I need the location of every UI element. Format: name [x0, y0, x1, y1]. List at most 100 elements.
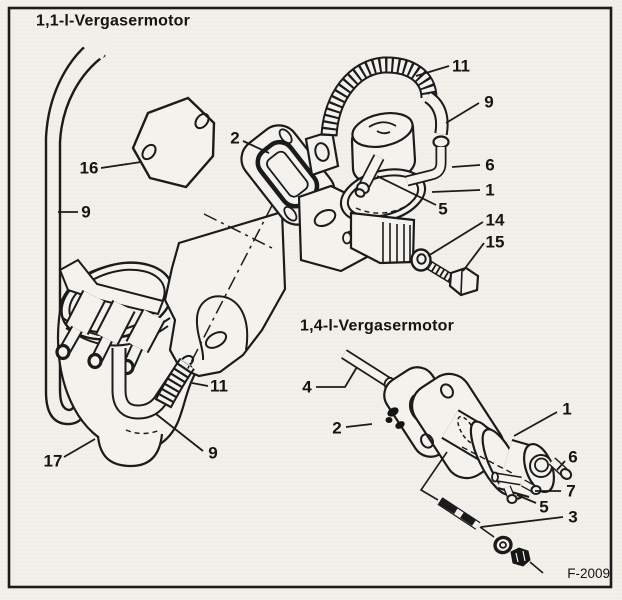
outlet-tower-1 [55, 290, 106, 361]
gasket-slot-2 [278, 128, 293, 145]
centerline-bolt-axis [203, 213, 273, 249]
fuel-pump-1-14l [441, 409, 573, 504]
section-14l-engine [341, 349, 573, 574]
gasket-shade-1 [387, 407, 399, 417]
leader-1-bottom [513, 411, 558, 437]
gasket-shade-3 [385, 417, 393, 423]
blanking-plate-16 [131, 96, 216, 189]
section-title-14l: 1,4-l-Vergasermotor [300, 318, 454, 335]
callout-label-9-lower: 9 [208, 444, 217, 463]
leader-17 [63, 438, 96, 458]
axis-tail-line [479, 526, 495, 538]
callout-label-1-bottom: 1 [562, 400, 571, 419]
plate-hole-1 [194, 112, 210, 130]
plate-outline [131, 96, 216, 189]
nipple-6-14l [548, 457, 573, 480]
leader-14 [427, 221, 484, 257]
gasket-shade-2 [395, 421, 405, 429]
callout-label-9-left: 9 [81, 203, 90, 222]
leader-4 [316, 366, 358, 388]
flange-hole-2 [420, 433, 434, 449]
engine-mounting-bracket [163, 210, 287, 378]
leader-16 [100, 161, 142, 169]
pump-bracket-hole [313, 208, 337, 228]
cover-seam-dashed [125, 429, 161, 435]
callout-label-4: 4 [302, 378, 312, 397]
flange-hole-1 [440, 383, 454, 399]
hose-fitting [432, 135, 450, 149]
outlet-elbow-6-11l [405, 147, 447, 187]
nipple-5-11l [354, 154, 385, 198]
bracket-plate [163, 210, 287, 378]
outlet-tower-3 [119, 308, 166, 376]
tower-cap [55, 343, 71, 361]
figure-code: F-2009 [567, 566, 610, 581]
section-title-11l: 1,1-l-Vergasermotor [36, 13, 190, 30]
leader-5-bottom [516, 494, 537, 504]
leader-11-top [415, 65, 450, 77]
bolt-head-facet [460, 269, 463, 295]
washer-14 [410, 248, 432, 272]
leader-1-top [431, 189, 481, 193]
nut-tail-line [529, 561, 544, 574]
callout-label-15: 15 [486, 233, 505, 252]
gasket-slot-1 [283, 205, 298, 222]
callout-label-2-bottom: 2 [332, 419, 341, 438]
leader-5-top [376, 175, 437, 206]
fuel-pump-1-11l [297, 56, 450, 273]
leader-11-lower [191, 382, 209, 387]
retainer-strap [58, 258, 165, 316]
bolt-15 [426, 260, 480, 297]
callout-label-11-lower: 11 [210, 377, 228, 396]
bracket-notch [195, 295, 249, 361]
bottom-cover-17 [96, 433, 164, 468]
dome-detail [368, 121, 397, 135]
leader-15 [462, 242, 485, 272]
bracket-stud [342, 231, 352, 245]
inlet-pipe [491, 471, 499, 483]
pump-flange-band-inner [346, 174, 420, 218]
bracket-hole [204, 331, 228, 349]
band-seam-dashed [355, 203, 411, 214]
tower-cap [87, 352, 103, 370]
stud-3 [437, 497, 481, 530]
bolt-head [448, 266, 480, 297]
outlet-tower-2 [87, 300, 136, 370]
pump-bracket-ear-hole [314, 142, 330, 162]
nut-14l [510, 547, 544, 574]
leader-9-lower [155, 413, 204, 452]
callout-label-14: 14 [486, 211, 505, 230]
leader-lines [58, 65, 566, 528]
corrugated-sleeve-11-lower [154, 358, 195, 409]
spigot-ribs [382, 222, 411, 263]
callout-label-2-top: 2 [230, 129, 239, 148]
leader-3 [480, 516, 564, 528]
end-boss-center [534, 457, 549, 473]
pump-dome-top [351, 112, 414, 148]
callout-label-5-top: 5 [438, 200, 447, 219]
callout-label-1-top: 1 [485, 181, 494, 200]
callout-label-7: 7 [566, 482, 575, 501]
callout-label-6-bottom: 6 [568, 448, 577, 467]
pump-bracket-ear [304, 129, 340, 177]
leader-2-bottom [345, 423, 373, 428]
fuel-hose-9-loop [111, 348, 193, 420]
fuel-hose-9-top [423, 91, 449, 136]
nipple-5-14l [503, 485, 518, 504]
hose-end-cut-mask [82, 28, 112, 60]
gasket-port [266, 150, 309, 198]
callout-labels: 16 9 2 11 9 6 1 5 14 15 11 17 9 4 2 1 6 … [44, 57, 578, 527]
plate-hole-2 [141, 143, 157, 161]
washer-14l [493, 535, 513, 555]
leader-6-bottom [556, 460, 566, 471]
leader-6-top [451, 164, 481, 168]
corrugated-hose-11-top [320, 56, 438, 137]
figure-frame [7, 6, 613, 589]
projection-line [419, 451, 448, 501]
callout-label-5-bottom: 5 [539, 498, 548, 517]
engine-assembly-17 [55, 258, 202, 468]
callout-label-11-top: 11 [452, 57, 470, 76]
callout-label-6-top: 6 [485, 156, 494, 175]
